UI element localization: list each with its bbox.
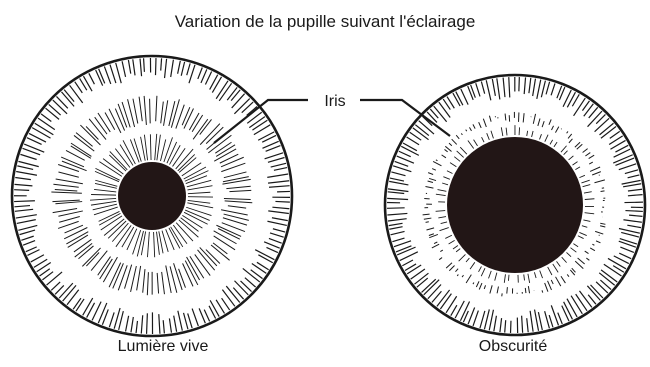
caption-darkness: Obscurité bbox=[413, 338, 613, 356]
eye-bright-light bbox=[12, 56, 292, 336]
caption-bright-light: Lumière vive bbox=[63, 338, 263, 356]
eye-darkness bbox=[385, 75, 645, 335]
iris-label: Iris bbox=[310, 93, 360, 111]
pupil bbox=[118, 162, 186, 230]
pupil bbox=[447, 137, 583, 273]
